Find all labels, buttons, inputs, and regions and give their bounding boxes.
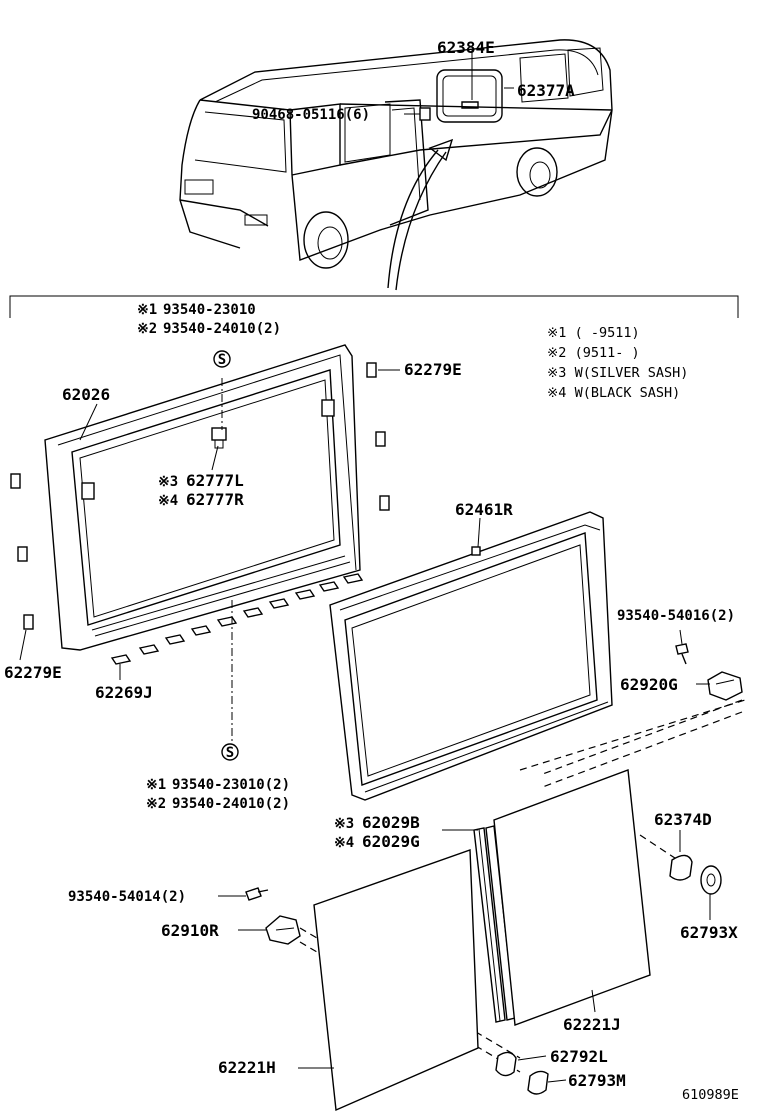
outer-frame-62461R bbox=[329, 511, 613, 801]
screw-93540-54016 bbox=[675, 643, 689, 665]
label-93540-54014: 93540-54014(2) bbox=[68, 889, 186, 905]
glass-62221J bbox=[493, 769, 651, 1026]
label-62777R: 62777R bbox=[186, 490, 244, 509]
screw-symbol-top: S bbox=[218, 352, 226, 368]
handle-62374D bbox=[669, 854, 693, 881]
screw-symbol-bottom: S bbox=[226, 745, 234, 761]
note-2: ※2 (9511- ) bbox=[547, 345, 640, 361]
mark-4-sash: ※4 bbox=[334, 835, 354, 851]
label-93540-54016: 93540-54016(2) bbox=[617, 608, 735, 624]
label-62269J: 62269J bbox=[95, 683, 153, 702]
leader-lines bbox=[19, 50, 711, 1083]
glass-62221H bbox=[313, 849, 479, 1112]
screw-93540-54014 bbox=[245, 887, 269, 901]
label-62374D: 62374D bbox=[654, 810, 712, 829]
mark-4-clip: ※4 bbox=[158, 493, 178, 509]
label-62221J: 62221J bbox=[563, 1015, 621, 1034]
label-90468-05116: 90468-05116(6) bbox=[252, 107, 370, 123]
label-62793M: 62793M bbox=[568, 1071, 626, 1090]
note-3: ※3 W(SILVER SASH) bbox=[547, 365, 688, 381]
mark-3-clip: ※3 bbox=[158, 474, 178, 490]
pull-62793M bbox=[527, 1070, 549, 1095]
van-illustration bbox=[179, 39, 613, 291]
label-62279E-bottom: 62279E bbox=[4, 663, 62, 682]
label-62384E: 62384E bbox=[437, 38, 495, 57]
note-4: ※4 W(BLACK SASH) bbox=[547, 385, 680, 401]
clips-62279E bbox=[10, 362, 390, 630]
mark-1-top: ※1 bbox=[137, 302, 157, 318]
label-62029G: 62029G bbox=[362, 832, 420, 851]
handle-62792L bbox=[495, 1051, 517, 1077]
section-bracket bbox=[9, 295, 739, 318]
mark-2-top: ※2 bbox=[137, 321, 157, 337]
label-bottom-screw-2: 93540-24010(2) bbox=[172, 796, 290, 812]
lock-62920G bbox=[707, 671, 743, 701]
label-62920G: 62920G bbox=[620, 675, 678, 694]
label-62279E-top: 62279E bbox=[404, 360, 462, 379]
pull-62793X bbox=[700, 865, 722, 895]
label-top-screw-1: 93540-23010 bbox=[163, 302, 256, 318]
lock-62910R bbox=[265, 915, 301, 945]
label-62461R: 62461R bbox=[455, 500, 513, 519]
sash-62029 bbox=[473, 825, 516, 1023]
note-1: ※1 ( -9511) bbox=[547, 325, 640, 341]
label-62029B: 62029B bbox=[362, 813, 420, 832]
inner-frame-62026 bbox=[44, 344, 361, 651]
mark-2-bottom: ※2 bbox=[146, 796, 166, 812]
label-62910R: 62910R bbox=[161, 921, 219, 940]
mark-3-sash: ※3 bbox=[334, 816, 354, 832]
diagram-id: 610989E bbox=[682, 1087, 739, 1103]
label-top-screw-2: 93540-24010(2) bbox=[163, 321, 281, 337]
label-62792L: 62792L bbox=[550, 1047, 608, 1066]
label-62777L: 62777L bbox=[186, 471, 244, 490]
mark-1-bottom: ※1 bbox=[146, 777, 166, 793]
label-bottom-screw-1: 93540-23010(2) bbox=[172, 777, 290, 793]
label-62377A: 62377A bbox=[517, 81, 575, 100]
label-62221H: 62221H bbox=[218, 1058, 276, 1077]
label-62026: 62026 bbox=[62, 385, 110, 404]
label-62793X: 62793X bbox=[680, 923, 738, 942]
